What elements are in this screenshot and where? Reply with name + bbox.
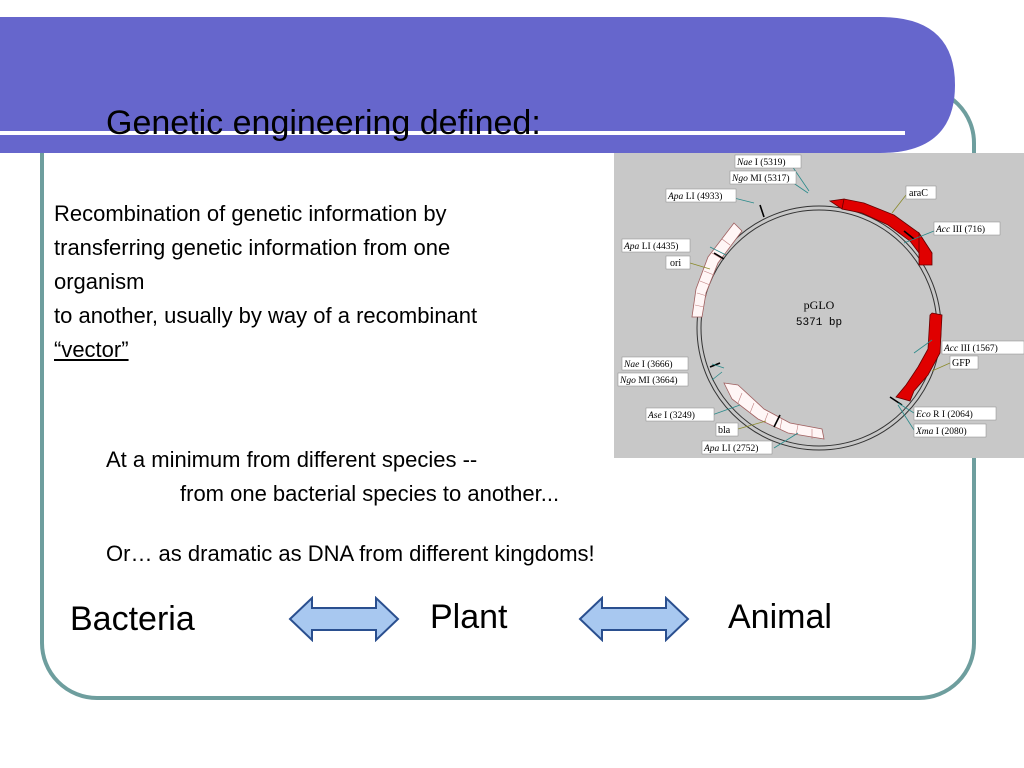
site-enzyme: Acc	[935, 225, 951, 235]
pglo-plasmid-map: Nae I (5319) Ngo MI (5317) Apa LI (4933)…	[614, 153, 1024, 458]
svg-text:Eco R I (2064): Eco R I (2064)	[915, 409, 973, 420]
site-enzyme: Ngo	[731, 174, 748, 184]
svg-text:Ase I (3249): Ase I (3249)	[647, 410, 695, 421]
site-enzyme: Acc	[943, 344, 959, 354]
label-boxes	[617, 154, 1024, 455]
minimum-line-1: At a minimum from different species --	[106, 447, 478, 472]
site-position: MI (5317)	[750, 173, 789, 184]
site-position: I (5319)	[755, 157, 786, 168]
gene-label-ori: ori	[670, 258, 681, 269]
bla-hatching	[737, 392, 813, 439]
gene-label-gfp: GFP	[952, 358, 971, 369]
definition-line: Recombination of genetic information by	[54, 201, 447, 226]
site-position: III (716)	[953, 224, 985, 235]
site-enzyme: Nae	[623, 360, 639, 370]
svg-text:Apa LI (4933): Apa LI (4933)	[667, 191, 722, 202]
site-enzyme: Nae	[736, 158, 752, 168]
site-enzyme: Apa	[623, 242, 640, 252]
double-arrow-icon	[578, 596, 690, 642]
kingdom-bacteria: Bacteria	[70, 600, 195, 638]
kingdom-animal: Animal	[728, 598, 832, 636]
svg-text:Apa LI (4435): Apa LI (4435)	[623, 241, 678, 252]
gene-label-arac: araC	[909, 188, 928, 199]
site-enzyme: Ngo	[619, 376, 636, 386]
site-position: MI (3664)	[638, 375, 677, 386]
site-enzyme: Apa	[667, 192, 684, 202]
svg-text:Ngo MI (5317): Ngo MI (5317)	[731, 173, 790, 184]
site-enzyme: Ase	[647, 411, 662, 421]
definition-line: transferring genetic information from on…	[54, 235, 451, 260]
site-position: R I (2064)	[933, 409, 973, 420]
double-arrow-icon	[288, 596, 400, 642]
site-position: I (3666)	[642, 359, 673, 370]
site-position: LI (4933)	[686, 191, 723, 202]
slide-title: Genetic engineering defined:	[106, 104, 541, 142]
site-position: I (2080)	[936, 426, 967, 437]
gfp-gene-arrow	[895, 312, 943, 402]
svg-text:Nae I (5319): Nae I (5319)	[736, 157, 786, 168]
plasmid-size: 5371 bp	[796, 317, 842, 329]
minimum-line-2: from one bacterial species to another...	[180, 481, 560, 506]
site-enzyme: Xma	[915, 427, 934, 437]
ori-segment	[691, 222, 743, 318]
plasmid-name: pGLO	[804, 298, 835, 312]
site-position: III (1567)	[961, 343, 998, 354]
gene-leader-lines	[689, 194, 951, 430]
svg-text:Acc III (716): Acc III (716)	[935, 224, 985, 235]
svg-text:Nae I (3666): Nae I (3666)	[623, 359, 673, 370]
arac-gene-segment	[918, 231, 933, 266]
definition-line: organism	[54, 269, 145, 294]
ori-hatching	[694, 238, 731, 308]
svg-text:Apa LI (2752): Apa LI (2752)	[703, 443, 758, 454]
svg-text:Ngo MI (3664): Ngo MI (3664)	[619, 375, 678, 386]
gene-label-bla: bla	[718, 425, 731, 436]
site-enzyme: Apa	[703, 444, 720, 454]
site-position: I (3249)	[664, 410, 695, 421]
svg-text:Acc III (1567): Acc III (1567)	[943, 343, 998, 354]
bla-segment	[723, 382, 825, 440]
site-enzyme: Eco	[915, 410, 931, 420]
vector-word: “vector”	[54, 337, 129, 362]
definition-line: to another, usually by way of a recombin…	[54, 303, 478, 328]
site-position: LI (2752)	[722, 443, 759, 454]
kingdom-plant: Plant	[430, 598, 508, 636]
svg-text:Xma I (2080): Xma I (2080)	[915, 426, 967, 437]
site-position: LI (4435)	[642, 241, 679, 252]
definition-text: Recombination of genetic information by …	[54, 197, 614, 367]
dramatic-line: Or… as dramatic as DNA from different ki…	[106, 541, 595, 566]
